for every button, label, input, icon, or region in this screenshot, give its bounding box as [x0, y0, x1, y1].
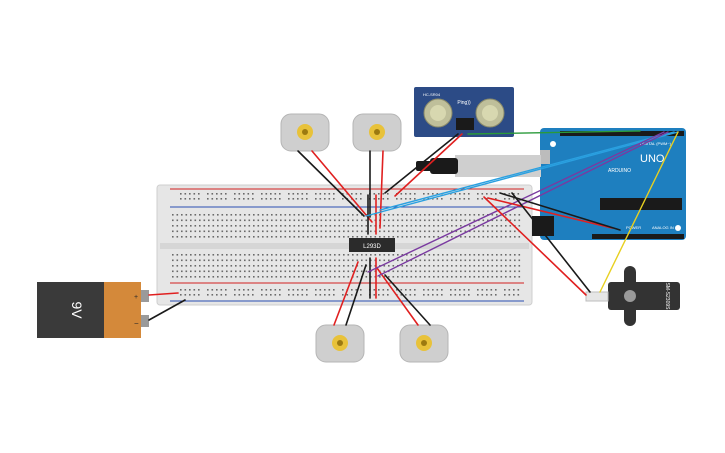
arduino-power-label: POWER	[626, 225, 641, 230]
usb-cable	[416, 155, 541, 177]
servo-motor[interactable]: SM-S2309S	[585, 266, 680, 326]
driver-chip-label: L293D	[363, 244, 381, 250]
battery-label: 9V	[69, 301, 85, 319]
battery-plus-label: +	[134, 294, 138, 301]
motor-bottom-right[interactable]	[399, 324, 449, 363]
motor-top-left[interactable]	[280, 113, 330, 152]
motor-driver-chip[interactable]: L293D	[349, 238, 395, 252]
arduino-digital-label: DIGITAL (PWM~)	[640, 141, 672, 146]
arduino-analog-label: ANALOG IN	[652, 225, 674, 230]
arduino-brand: ARDUINO	[608, 168, 631, 174]
breadboard[interactable]	[156, 184, 533, 306]
motor-bottom-left[interactable]	[315, 324, 365, 363]
wires	[148, 130, 679, 326]
arduino-uno-board[interactable]: UNO ARDUINO DIGITAL (PWM~) POWER ANALOG …	[532, 128, 686, 240]
battery-minus-label: −	[134, 319, 139, 328]
ultrasonic-model: HC-SR04	[423, 92, 441, 97]
motor-top-right[interactable]	[352, 113, 402, 152]
arduino-logo: UNO	[640, 153, 665, 165]
ultrasonic-sensor[interactable]: Ping)) HC-SR04	[414, 87, 514, 137]
ultrasonic-brand: Ping))	[457, 100, 471, 106]
servo-label: SM-S2309S	[664, 283, 670, 311]
breadboard-holes	[172, 193, 521, 296]
battery-9v[interactable]: 9V + −	[37, 282, 149, 338]
